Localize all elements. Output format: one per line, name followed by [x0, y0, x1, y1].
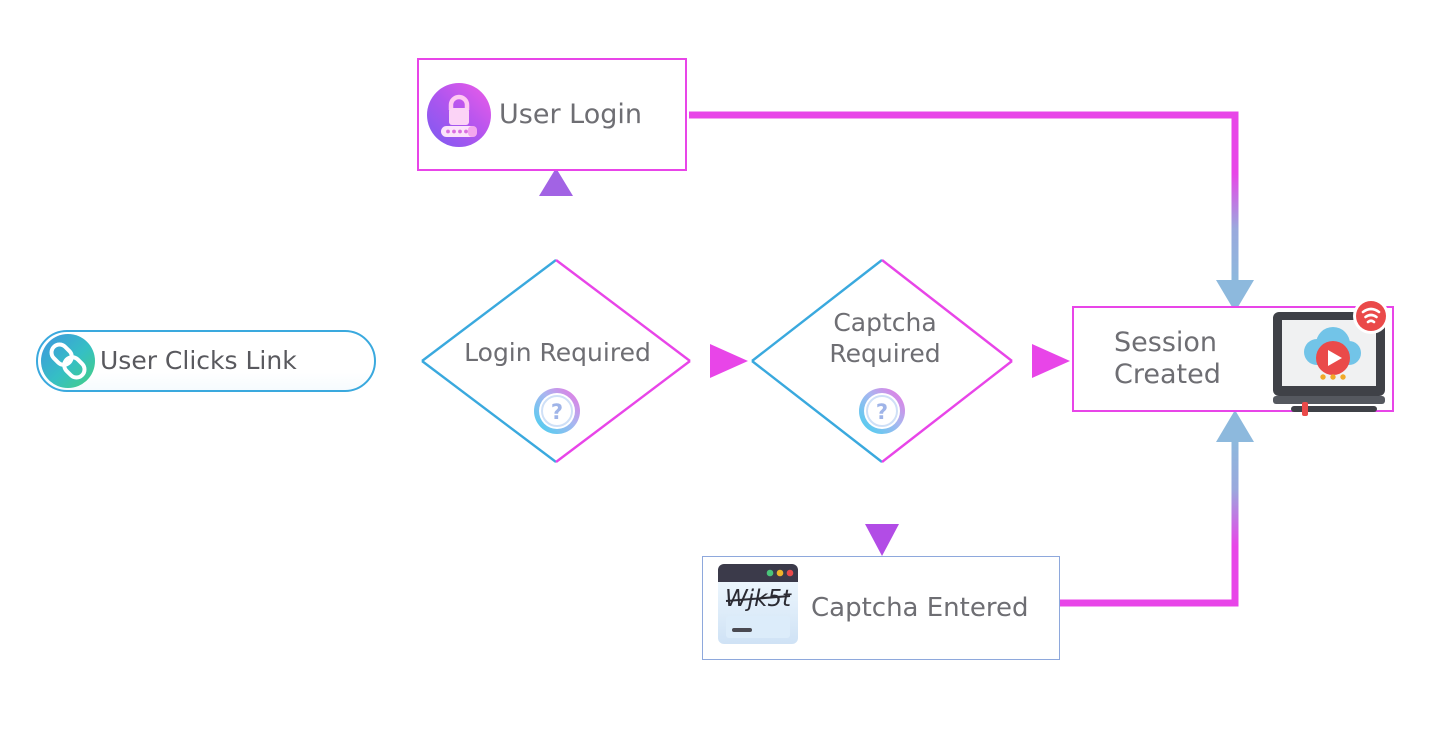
- node-label-user-clicks-link: User Clicks Link: [100, 346, 297, 376]
- question-icon: ?: [859, 388, 905, 434]
- edge-login-required-to-captcha-required: [690, 344, 748, 378]
- node-user-clicks-link[interactable]: User Clicks Link: [36, 330, 376, 392]
- svg-text:?: ?: [876, 400, 888, 424]
- edge-captcha-required-to-session-created: [1012, 344, 1070, 378]
- node-label-session-created: Session Created: [1114, 327, 1221, 390]
- edge-captcha-entered-to-session-created: [1060, 410, 1254, 607]
- edge-user-login-to-session-created: [689, 111, 1254, 312]
- node-label-user-login: User Login: [499, 98, 642, 130]
- link-icon: [41, 334, 95, 388]
- wifi-badge-icon: [1353, 300, 1389, 334]
- captcha-icon: Wjk5t: [718, 564, 798, 644]
- node-label-login-required: Login Required: [464, 338, 651, 367]
- question-icon: ?: [534, 388, 580, 434]
- edge-login-required-to-user-login: [539, 168, 573, 262]
- edge-captcha-required-to-captcha-entered: [865, 459, 899, 556]
- node-label-captcha-required: Captcha Required: [829, 308, 941, 368]
- node-label-captcha-entered: Captcha Entered: [811, 592, 1029, 623]
- svg-text:?: ?: [551, 400, 563, 424]
- lock-icon: [427, 83, 491, 147]
- streaming-monitor-icon: [1273, 300, 1389, 416]
